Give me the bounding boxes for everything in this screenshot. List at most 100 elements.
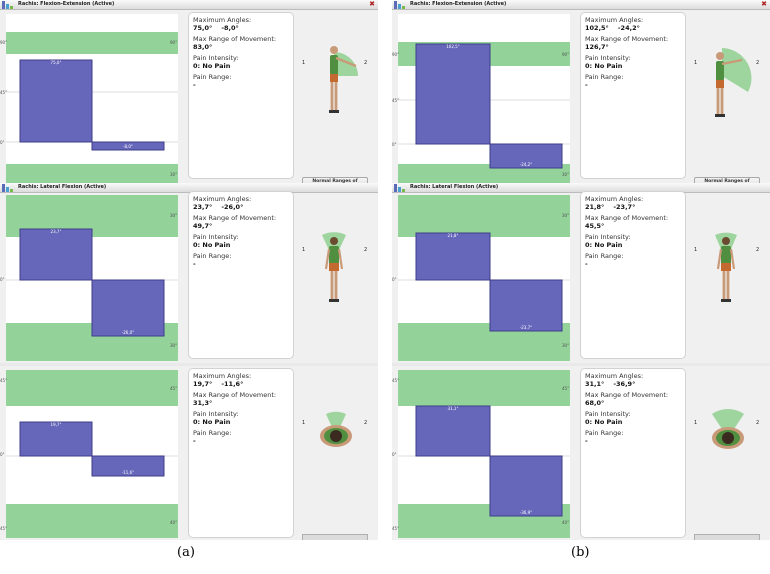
pain-range-label: Pain Range: [585,252,624,260]
bar-side-2 [91,279,165,337]
pain-range-value: - [193,260,196,268]
axis-tick-label: 40° [170,520,178,525]
bar-value-label: -26,0° [122,330,134,335]
max-angles-label: Maximum Angles: [193,195,252,203]
measurement-info-box: Maximum Angles: 23,7° -26,0° Max Range o… [188,191,294,359]
axis-tick-label: 30° [562,213,570,218]
max-angles-label: Maximum Angles: [585,372,644,380]
side-1-label: 1 [694,420,698,426]
axis-tick-label: 90° [392,52,400,57]
axis-tick-label: 0° [0,277,5,282]
pain-range-value: - [585,437,588,445]
pain-intensity-label: Pain Intensity: [585,410,631,418]
max-range-label: Max Range of Movement: [193,391,277,399]
bar-side-1 [19,228,93,281]
chart-app-icon [2,1,16,9]
normal-range-band [6,32,178,54]
max-range-value: 126,7° [585,43,609,51]
pain-intensity-value: 0: No Pain [585,418,623,426]
bar-value-label: 31,1° [448,406,459,411]
axis-tick-label: 0° [392,452,397,457]
side-2-label: 2 [756,60,760,66]
axis-tick-label: 30° [562,343,570,348]
bar-side-1 [19,59,93,143]
window-title: Rachis: Lateral Flexion (Active) [410,184,499,190]
close-icon[interactable]: ✖ [761,0,767,8]
rotation-chart-svg: 19,7° -11,6° [6,370,178,538]
pain-intensity-value: 0: No Pain [585,241,623,249]
chart-app-icon [394,1,408,9]
max-range-label: Max Range of Movement: [193,214,277,222]
screenshot-panel-a: Rachis: Flexion-Extension (Active) ✖ 75,… [0,0,378,540]
bar-side-1 [415,405,491,457]
axis-tick-label: 90° [562,52,570,57]
max-range-value: 49,7° [193,222,213,230]
lateral-flexion-chart: 21,8° -23,7° [398,195,570,361]
rotation-row: 31,1° -36,9° 45° 0° 45° 45° 40° Maximum … [392,366,770,540]
rotation-row: 19,7° -11,6° 45° 0° 45° 45° 40° Maximum … [0,366,378,540]
bar-value-label: 75,0° [51,60,62,65]
max-range-label: Max Range of Movement: [585,214,669,222]
max-angles-value: 21,8° -23,7° [585,203,636,211]
measurement-info-box: Maximum Angles: 102,5° -24,2° Max Range … [580,12,686,179]
rotation-chart: 31,1° -36,9° [398,370,570,538]
side-2-label: 2 [364,420,368,426]
max-range-value: 45,5° [585,222,605,230]
axis-tick-label: 30° [170,172,178,177]
axis-tick-label: 0° [392,142,397,147]
max-angles-label: Maximum Angles: [585,16,644,24]
screenshot-panel-b: Rachis: Flexion-Extension (Active) ✖ 102… [392,0,770,540]
max-angles-label: Maximum Angles: [193,16,252,24]
axis-tick-label: 90° [0,40,8,45]
pain-range-label: Pain Range: [585,73,624,81]
axis-tick-label: 0° [0,452,5,457]
normal-ranges-button-edge[interactable] [694,534,760,540]
window-titlebar: Rachis: Flexion-Extension (Active) ✖ [392,0,770,10]
standing-back-figure-icon [322,232,346,302]
measurement-info-box: Maximum Angles: 75,0° -8,0° Max Range of… [188,12,294,179]
standing-back-figure-icon [715,232,737,302]
close-icon[interactable]: ✖ [369,0,375,8]
window-titlebar: Rachis: Flexion-Extension (Active) ✖ [0,0,378,10]
side-1-label: 1 [302,60,306,66]
axis-tick-label: 45° [0,90,8,95]
axis-tick-label: 45° [392,526,400,531]
max-range-label: Max Range of Movement: [585,35,669,43]
axis-tick-label: 0° [0,140,5,145]
bar-side-2 [91,455,165,477]
max-range-value: 68,0° [585,399,605,407]
lateral-flexion-chart: 23,7° -26,0° [6,195,178,361]
bar-value-label: -36,9° [520,510,532,515]
measurement-info-box: Maximum Angles: 19,7° -11,6° Max Range o… [188,368,294,538]
flexion-extension-row: Rachis: Flexion-Extension (Active) ✖ 75,… [0,0,378,193]
bar-value-label: -23,7° [520,325,532,330]
bar-value-label: 19,7° [51,422,62,427]
window-title: Rachis: Flexion-Extension (Active) [410,1,507,7]
axis-tick-label: 45° [0,526,8,531]
side-1-label: 1 [694,247,698,253]
normal-range-band [6,164,178,184]
movement-avatar: 1 2 [690,221,766,311]
bar-side-2 [489,279,563,332]
flexion-extension-row: Rachis: Flexion-Extension (Active) ✖ 102… [392,0,770,193]
side-2-label: 2 [364,247,368,253]
max-angles-value: 75,0° -8,0° [193,24,239,32]
normal-ranges-button-edge[interactable] [302,534,368,540]
movement-avatar: 1 2 [298,402,374,472]
axis-tick-label: 45° [0,378,8,383]
pain-intensity-value: 0: No Pain [193,241,231,249]
pain-range-value: - [193,81,196,89]
lateral-flexion-chart-svg: 23,7° -26,0° [6,195,178,361]
bar-value-label: -24,2° [520,162,532,167]
caption-a: (a) [177,545,195,560]
pain-intensity-label: Pain Intensity: [193,233,239,241]
axis-tick-label: 45° [562,386,570,391]
bar-value-label: -8,0° [123,144,133,149]
top-down-figure-icon [712,408,744,449]
normal-range-band [6,370,178,406]
max-range-value: 83,0° [193,43,213,51]
axis-tick-label: 90° [170,40,178,45]
measurement-info-box: Maximum Angles: 21,8° -23,7° Max Range o… [580,191,686,359]
window-title: Rachis: Flexion-Extension (Active) [18,1,115,7]
